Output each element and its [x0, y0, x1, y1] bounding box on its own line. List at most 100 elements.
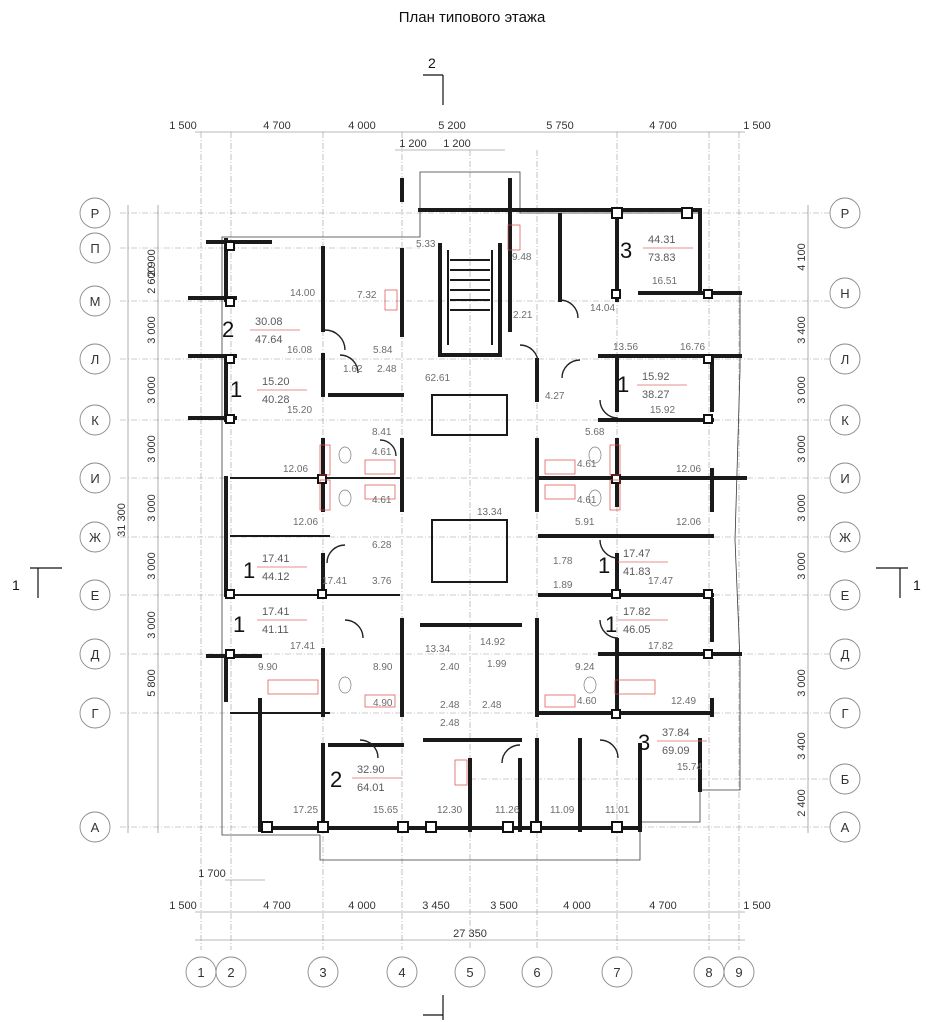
room-area: 4.27: [545, 391, 565, 402]
section-mark-right: 1: [876, 567, 921, 598]
room-area: 13.34: [477, 507, 502, 518]
room-area: 9.90: [258, 662, 278, 673]
apartment-living-area: 17.47: [623, 548, 651, 560]
apartment-labels: 2 30.08 47.64 1 15.20 40.28 1 17.41 44.1…: [222, 234, 707, 794]
room-area: 2.40: [440, 662, 460, 673]
room-area: 12.49: [671, 696, 696, 707]
apartment-label: 2 32.90 64.01: [330, 764, 402, 794]
apartment-rooms: 3: [620, 238, 632, 263]
room-area: 4.61: [372, 447, 392, 458]
apartment-rooms: 1: [230, 377, 242, 402]
axis-col: 6: [533, 965, 540, 980]
right-dim-1: 4 100: [796, 243, 808, 271]
right-dim-7: 3 000: [796, 669, 808, 697]
apartment-total-area: 38.27: [642, 389, 670, 401]
room-area: 2.48: [377, 364, 397, 375]
room-area: 7.32: [357, 290, 377, 301]
apartment-total-area: 73.83: [648, 252, 676, 264]
room-area: 2.48: [482, 700, 502, 711]
bottom-extra-dim: 1 700: [198, 868, 226, 880]
apartment-living-area: 32.90: [357, 764, 385, 776]
apartment-rooms: 2: [222, 317, 234, 342]
right-dim-6: 3 000: [796, 552, 808, 580]
room-area: 16.51: [652, 276, 677, 287]
room-area: 11.01: [605, 805, 630, 816]
column-axes-bottom: 1 2 3 4 5 6 7 8 9: [185, 956, 755, 988]
left-total-dim: 31 300: [116, 503, 128, 537]
room-area: 12.06: [293, 517, 318, 528]
section-label-right: 1: [913, 577, 921, 593]
axis-row-left: И: [90, 471, 99, 486]
section-mark-top: 2: [423, 55, 444, 105]
apartment-label: 1 17.41 41.11: [233, 606, 307, 637]
apartment-total-area: 46.05: [623, 624, 651, 636]
apartment-living-area: 30.08: [255, 316, 283, 328]
top-dim-2: 4 700: [263, 120, 291, 132]
axis-row-left: К: [91, 413, 99, 428]
apartment-living-area: 44.31: [648, 234, 676, 246]
apartment-total-area: 64.01: [357, 782, 385, 794]
top-subdim-1: 1 200: [399, 138, 427, 150]
room-area: 15.92: [650, 405, 675, 416]
room-area: 15.65: [373, 805, 398, 816]
left-dimension-chain: 2 900 2 600 3 000 3 000 3 000 3 000 3 00…: [116, 205, 159, 833]
left-dim-4: 3 000: [146, 376, 158, 404]
room-area: 5.68: [585, 427, 605, 438]
left-dim-1: 2 900: [146, 249, 158, 277]
section-mark-bottom: [423, 995, 444, 1020]
apartment-label: 1 17.41 44.12: [243, 553, 307, 583]
apartment-living-area: 17.41: [262, 606, 290, 618]
axis-col: 3: [319, 965, 326, 980]
apartment-label: 1 17.82 46.05: [605, 606, 668, 637]
bottom-dim-6: 4 000: [563, 900, 591, 912]
axis-row-right: Д: [841, 647, 850, 662]
left-dim-8: 3 000: [146, 611, 158, 639]
axis-row-right: А: [841, 820, 850, 835]
axis-row-right: Н: [840, 286, 849, 301]
apartment-total-area: 40.28: [262, 394, 290, 406]
axis-row-right: Л: [841, 352, 850, 367]
bottom-dim-4: 3 450: [422, 900, 450, 912]
section-label-left: 1: [12, 577, 20, 593]
axis-col: 1: [197, 965, 204, 980]
right-dim-4: 3 000: [796, 435, 808, 463]
axis-row-right: И: [840, 471, 849, 486]
room-area: 17.25: [293, 805, 318, 816]
room-area: 4.61: [577, 495, 597, 506]
left-dim-2: 2 600: [146, 266, 158, 294]
bottom-dim-5: 3 500: [490, 900, 518, 912]
axis-col: 7: [613, 965, 620, 980]
apartment-living-area: 17.82: [623, 606, 651, 618]
left-dim-3: 3 000: [146, 316, 158, 344]
room-area: 2.48: [440, 718, 460, 729]
right-dim-2: 3 400: [796, 316, 808, 344]
bottom-dim-7: 4 700: [649, 900, 677, 912]
room-area: 9.48: [512, 252, 532, 263]
axis-row-right: Ж: [839, 530, 851, 545]
room-area: 8.90: [373, 662, 393, 673]
axis-row-right: Г: [841, 706, 848, 721]
top-dim-3: 4 000: [348, 120, 376, 132]
room-area: 2.21: [513, 310, 533, 321]
top-dim-6: 4 700: [649, 120, 677, 132]
right-dim-9: 2 400: [796, 789, 808, 817]
top-dim-7: 1 500: [743, 120, 771, 132]
apartment-rooms: 3: [638, 730, 650, 755]
room-area: 1.78: [553, 556, 573, 567]
room-area: 3.76: [372, 576, 392, 587]
room-area: 14.92: [480, 637, 505, 648]
room-area: 17.47: [648, 576, 673, 587]
room-area: 2.48: [440, 700, 460, 711]
axis-row-left: Р: [91, 206, 100, 221]
axis-col: 2: [227, 965, 234, 980]
section-label-top: 2: [428, 55, 436, 71]
left-dim-7: 3 000: [146, 552, 158, 580]
apartment-label: 3 44.31 73.83: [620, 234, 693, 264]
right-dim-8: 3 400: [796, 732, 808, 760]
bottom-dim-1: 1 500: [169, 900, 197, 912]
axis-col: 8: [705, 965, 712, 980]
top-dim-1: 1 500: [169, 120, 197, 132]
apartment-total-area: 47.64: [255, 334, 283, 346]
bottom-dimension-chain: 1 500 4 700 4 000 3 450 3 500 4 000 4 70…: [169, 868, 771, 941]
room-area: 1.99: [487, 659, 507, 670]
